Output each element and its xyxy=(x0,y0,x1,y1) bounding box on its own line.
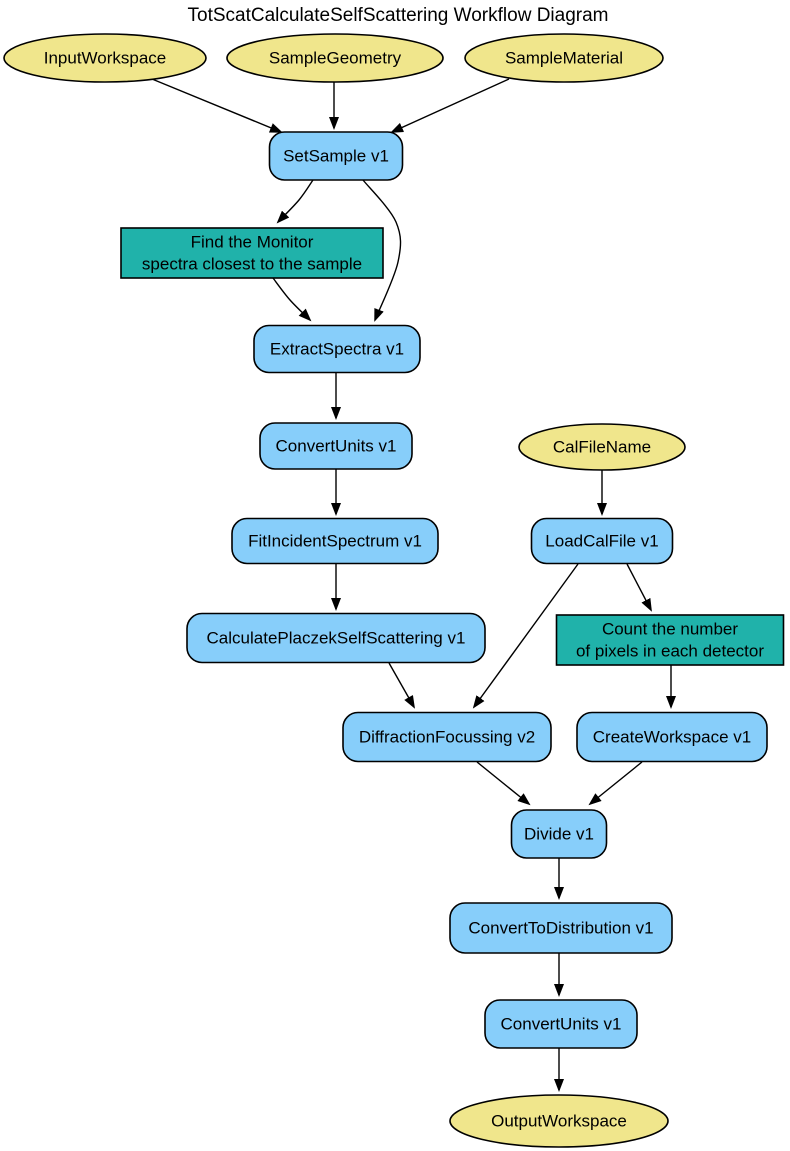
node-convert-to-distribution: ConvertToDistribution v1 xyxy=(449,902,673,954)
edge-input-workspace-set-sample xyxy=(151,78,283,133)
process-shape xyxy=(555,614,785,666)
edge-sample-material-set-sample xyxy=(390,78,510,133)
node-create-workspace: CreateWorkspace v1 xyxy=(576,711,768,763)
diagram-title: TotScatCalculateSelfScattering Workflow … xyxy=(188,5,609,26)
edges-layer xyxy=(151,78,676,1092)
edge-diffraction-focussing-divide xyxy=(476,761,531,806)
edge-create-workspace-divide xyxy=(588,761,643,806)
edge-load-cal-file-diffraction-focussing xyxy=(472,563,579,709)
parameter-shape xyxy=(464,33,664,83)
edge-find-monitor-extract-spectra xyxy=(272,277,312,322)
node-load-cal-file: LoadCalFile v1 xyxy=(530,517,674,565)
nodes-layer: InputWorkspace SampleGeometry SampleMateri… xyxy=(3,33,785,1148)
node-sample-material: SampleMaterial xyxy=(464,33,664,83)
algorithm-shape xyxy=(449,902,673,954)
node-fit-incident-spectrum: FitIncidentSpectrum v1 xyxy=(231,517,439,565)
node-label: OutputWorkspace xyxy=(491,1112,627,1131)
node-label: SampleMaterial xyxy=(505,49,623,68)
node-set-sample: SetSample v1 xyxy=(268,131,404,181)
edge-set-sample-extract-spectra xyxy=(362,179,402,322)
algorithm-shape xyxy=(484,999,638,1049)
parameter-shape xyxy=(226,33,444,83)
node-divide: Divide v1 xyxy=(510,809,608,859)
node-convert-units-1: ConvertUnits v1 xyxy=(259,422,413,470)
node-label: CreateWorkspace v1 xyxy=(593,728,751,747)
node-label: DiffractionFocussing v2 xyxy=(359,728,535,747)
node-convert-units-2: ConvertUnits v1 xyxy=(484,999,638,1049)
algorithm-shape xyxy=(268,131,404,181)
node-label: InputWorkspace xyxy=(44,49,167,68)
edge-set-sample-find-monitor xyxy=(276,179,314,224)
algorithm-shape xyxy=(510,809,608,859)
node-sample-geometry: SampleGeometry xyxy=(226,33,444,83)
node-label: CalculatePlaczekSelfScattering v1 xyxy=(207,629,466,648)
edge-calculate-placzek-diffraction-focussing xyxy=(388,662,415,709)
node-label: FitIncidentSpectrum v1 xyxy=(248,532,422,551)
node-label: SetSample v1 xyxy=(283,147,389,166)
algorithm-shape xyxy=(530,517,674,565)
node-label: ExtractSpectra v1 xyxy=(270,340,404,359)
parameter-shape xyxy=(518,423,686,471)
algorithm-shape xyxy=(231,517,439,565)
algorithm-shape xyxy=(186,612,486,664)
node-label: LoadCalFile v1 xyxy=(545,532,658,551)
node-label: ConvertUnits v1 xyxy=(276,437,397,456)
node-label: ConvertUnits v1 xyxy=(501,1015,622,1034)
algorithm-shape xyxy=(342,711,552,763)
node-label: SampleGeometry xyxy=(269,49,402,68)
algorithm-shape xyxy=(576,711,768,763)
edge-load-cal-file-count-pixels xyxy=(626,563,652,612)
node-extract-spectra: ExtractSpectra v1 xyxy=(253,324,421,374)
algorithm-shape xyxy=(259,422,413,470)
node-label: Divide v1 xyxy=(524,825,594,844)
node-calculate-placzek: CalculatePlaczekSelfScattering v1 xyxy=(186,612,486,664)
node-label: CalFileName xyxy=(553,438,651,457)
process-shape xyxy=(120,227,384,279)
parameter-shape xyxy=(3,33,207,83)
node-label: ConvertToDistribution v1 xyxy=(468,919,653,938)
node-cal-file-name: CalFileName xyxy=(518,423,686,471)
node-diffraction-focussing: DiffractionFocussing v2 xyxy=(342,711,552,763)
node-output-workspace: OutputWorkspace xyxy=(449,1094,669,1148)
algorithm-shape xyxy=(253,324,421,374)
parameter-shape xyxy=(449,1094,669,1148)
node-input-workspace: InputWorkspace xyxy=(3,33,207,83)
